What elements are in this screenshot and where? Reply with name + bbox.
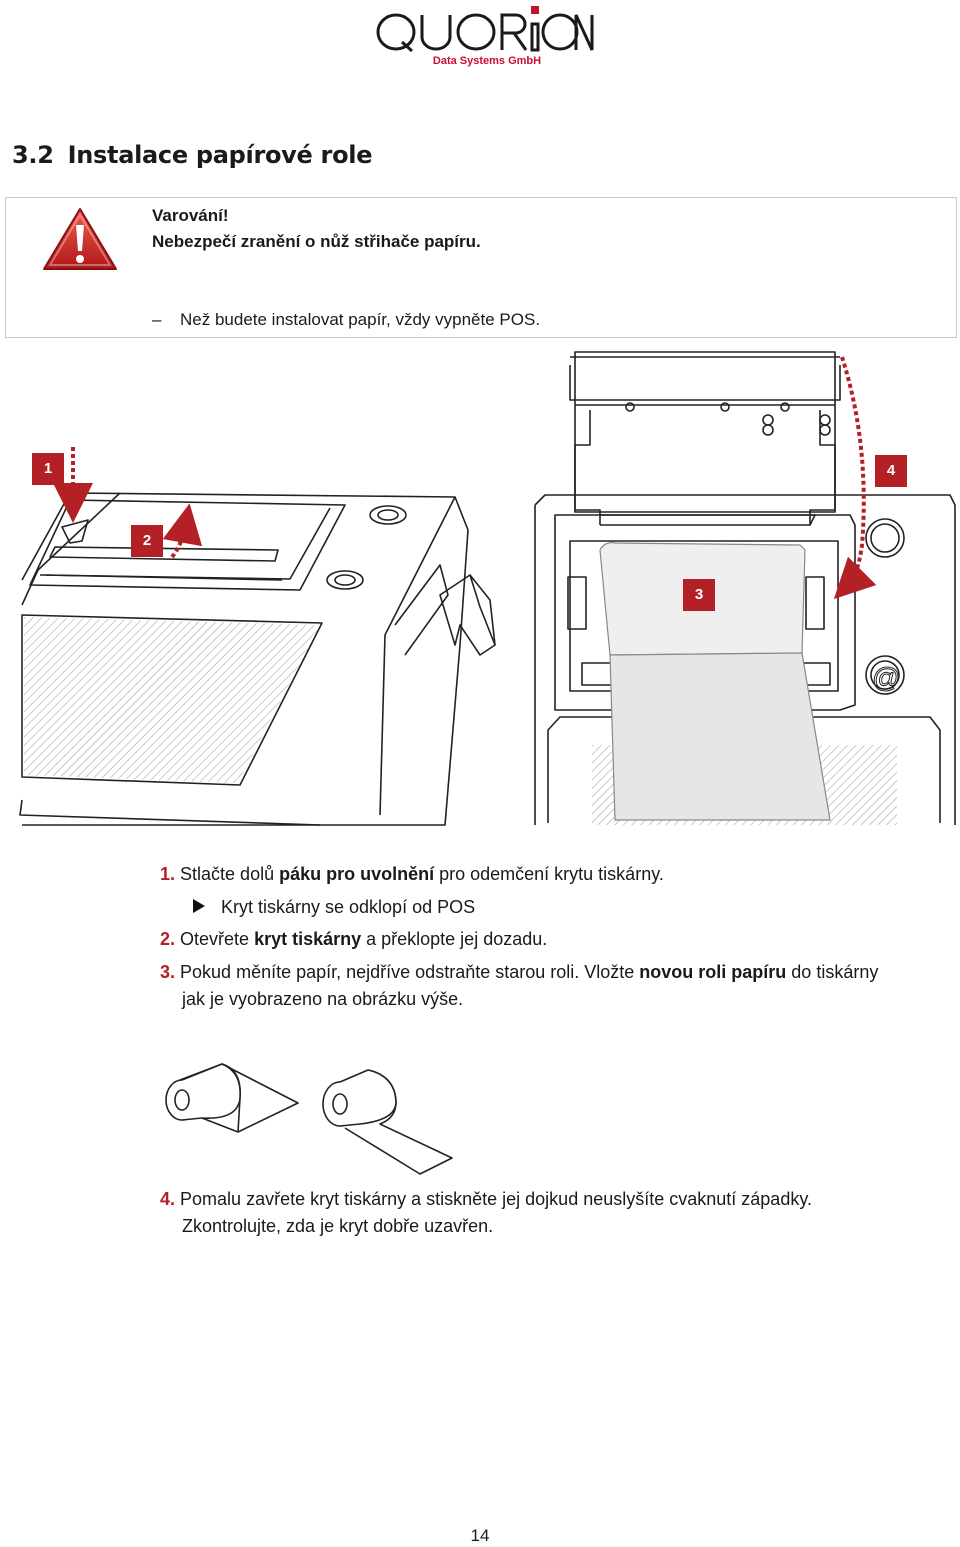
step-number: 2. [160, 929, 176, 949]
step-badge-3: 3 [683, 579, 715, 611]
section-title: Instalace papírové role [67, 141, 373, 169]
step-3-line-2: jak je vyobrazeno na obrázku výše. [182, 989, 464, 1009]
step-text: Otevřete [180, 929, 255, 949]
step-bold: kryt tiskárny [254, 929, 362, 949]
logo: Data Systems GmbH [0, 0, 960, 80]
logo-tagline: Data Systems GmbH [433, 55, 541, 67]
step-text: pro odemčení krytu tiskárny. [434, 864, 664, 884]
svg-text:@: @ [872, 662, 900, 693]
step-badge-1: 1 [32, 453, 64, 485]
step-number: 4. [160, 1189, 176, 1209]
step-bold: novou roli papíru [639, 962, 787, 982]
printer-illustration: @ 1 2 3 4 [0, 345, 960, 830]
arrow-right-icon [193, 899, 205, 913]
list-dash: – [152, 310, 162, 329]
step-number: 3. [160, 962, 176, 982]
printer-drawing: @ [19, 351, 956, 826]
step-3: 3. Pokud měníte papír, nejdříve odstraňt… [160, 959, 878, 985]
warning-box [5, 197, 957, 338]
step-text: a překlopte jej dozadu. [361, 929, 548, 949]
quorion-logo: Data Systems GmbH [376, 6, 594, 67]
step-1: 1. Stlačte dolů páku pro uvolnění pro od… [160, 861, 664, 887]
section-number: 3.2 [12, 141, 54, 169]
warning-triangle-icon [40, 205, 120, 278]
section-heading: 3.2 Instalace papírové role [12, 141, 372, 169]
step-text: Pomalu zavřete kryt tiskárny a stiskněte… [180, 1189, 812, 1209]
step-text: Pokud měníte papír, nejdříve odstraňte s… [180, 962, 640, 982]
step-text: Stlačte dolů [180, 864, 280, 884]
step-1-result: Kryt tiskárny se odklopí od POS [221, 897, 476, 917]
warning-title: Varování! [152, 206, 229, 225]
step-number: 1. [160, 864, 176, 884]
step-text: do tiskárny [786, 962, 879, 982]
step-4: 4. Pomalu zavřete kryt tiskárny a stiskn… [160, 1186, 812, 1212]
page-number: 14 [470, 1526, 490, 1545]
step-4-line-2: Zkontrolujte, zda je kryt dobře uzavřen. [182, 1216, 494, 1236]
warning-note: Než budete instalovat papír, vždy vypnět… [180, 310, 541, 329]
paper-roll-illustration [165, 1063, 453, 1175]
step-badge-4: 4 [875, 455, 907, 487]
step-badge-2: 2 [131, 525, 163, 557]
warning-text: Nebezpečí zranění o nůž střihače papíru. [152, 232, 481, 251]
step-bold: páku pro uvolnění [279, 864, 435, 884]
step-2: 2. Otevřete kryt tiskárny a překlopte je… [160, 926, 547, 952]
